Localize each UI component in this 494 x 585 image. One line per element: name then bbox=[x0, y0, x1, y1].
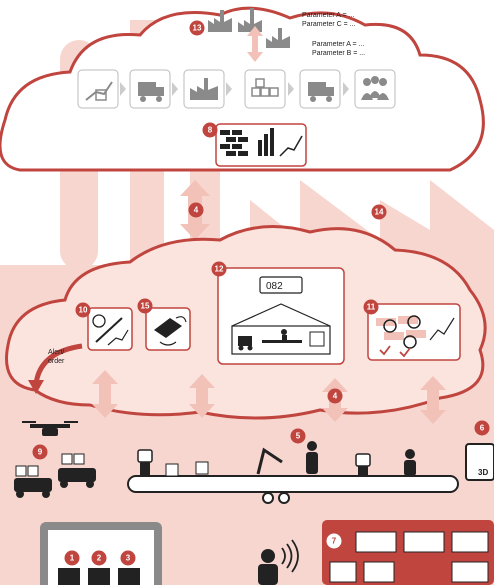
trend-line-icon bbox=[279, 135, 303, 157]
warehouse-boxes-icon bbox=[244, 69, 286, 109]
param-1: Parameter A = ... bbox=[302, 12, 354, 19]
delivery-truck-icon-2 bbox=[299, 69, 341, 109]
badge-4-upper-label: 4 bbox=[194, 206, 199, 215]
badge-3-label: 3 bbox=[126, 554, 131, 563]
sensor-icon bbox=[154, 318, 182, 338]
badge-1 bbox=[64, 550, 80, 566]
badge-11 bbox=[363, 299, 379, 315]
badge-8 bbox=[202, 122, 218, 138]
badge-5 bbox=[290, 428, 306, 444]
tablet-panel: 1 2 3 bbox=[40, 522, 162, 585]
check-icon bbox=[379, 345, 411, 358]
badge-15-label: 15 bbox=[141, 302, 150, 311]
badge-7 bbox=[326, 533, 342, 549]
badge-14-label: 14 bbox=[375, 208, 384, 217]
badge-12-label: 12 bbox=[215, 265, 224, 274]
maintenance-box: 10 bbox=[75, 302, 133, 351]
magnifier-icon bbox=[383, 315, 421, 349]
delivery-truck-icon bbox=[129, 69, 171, 109]
badge-15 bbox=[137, 298, 153, 314]
badge-8-label: 8 bbox=[208, 126, 213, 135]
factory-floor-icon bbox=[238, 329, 325, 351]
badge-10 bbox=[75, 302, 91, 318]
badge-13-label: 13 bbox=[193, 24, 202, 33]
badge-4-upper bbox=[188, 202, 204, 218]
bar-chart-icon bbox=[258, 128, 274, 156]
worker-icon bbox=[306, 441, 416, 476]
agv-vehicle-icon bbox=[14, 453, 96, 498]
people-group-icon bbox=[354, 69, 396, 109]
drone-icon bbox=[22, 421, 78, 436]
factory-icon bbox=[183, 69, 225, 109]
badge-7-label: 7 bbox=[332, 537, 337, 546]
brick-database-icon bbox=[220, 130, 248, 156]
param-4: Parameter B = ... bbox=[312, 50, 365, 57]
robot-arm-icon bbox=[256, 447, 283, 475]
alert-label-line1: Alert/ bbox=[48, 349, 64, 356]
sensor-box: 15 bbox=[137, 298, 191, 351]
counter-display bbox=[259, 276, 303, 294]
badge-5-label: 5 bbox=[296, 432, 301, 441]
badge-12 bbox=[211, 261, 227, 277]
cloud-factory-icon bbox=[208, 8, 290, 48]
analytics-database-box: 8 bbox=[202, 122, 307, 167]
stopwatch-icon bbox=[92, 314, 106, 328]
badge-6 bbox=[474, 420, 490, 436]
badge-14 bbox=[371, 204, 387, 220]
growth-chart-icon bbox=[77, 69, 119, 109]
param-2: Parameter C = ... bbox=[302, 21, 356, 28]
param-3: Parameter A = ... bbox=[312, 41, 364, 48]
badge-4-lower-label: 4 bbox=[333, 392, 338, 401]
badge-11-label: 11 bbox=[367, 303, 376, 312]
badge-9 bbox=[32, 444, 48, 460]
badge-10-label: 10 bbox=[79, 306, 88, 315]
badge-9-label: 9 bbox=[38, 448, 43, 457]
badge-2 bbox=[91, 550, 107, 566]
process-chain bbox=[77, 69, 396, 109]
vertical-sync-arrow bbox=[247, 26, 263, 62]
badge-2-label: 2 bbox=[97, 554, 102, 563]
assembly-conveyor bbox=[127, 461, 459, 504]
badge-4-lower bbox=[327, 388, 343, 404]
badge-3 bbox=[120, 550, 136, 566]
floor-link-arrows bbox=[92, 370, 446, 424]
wrench-icon bbox=[95, 317, 123, 343]
connected-devices-panel: 7 bbox=[322, 520, 494, 585]
printer-label: 3D bbox=[478, 468, 488, 477]
control-center-box: 082 12 bbox=[211, 261, 345, 365]
connected-worker-icon bbox=[258, 539, 299, 585]
counter-display-value: 082 bbox=[266, 281, 283, 292]
robot-worker-icon bbox=[137, 449, 371, 476]
alert-arrow bbox=[33, 343, 83, 385]
badge-13 bbox=[189, 20, 205, 36]
badge-6-label: 6 bbox=[480, 424, 485, 433]
quality-inspection-box: 11 bbox=[363, 299, 461, 361]
alert-label-line2: order bbox=[48, 358, 65, 365]
3d-printer-icon: 3D bbox=[465, 443, 494, 481]
badge-1-label: 1 bbox=[70, 554, 75, 563]
